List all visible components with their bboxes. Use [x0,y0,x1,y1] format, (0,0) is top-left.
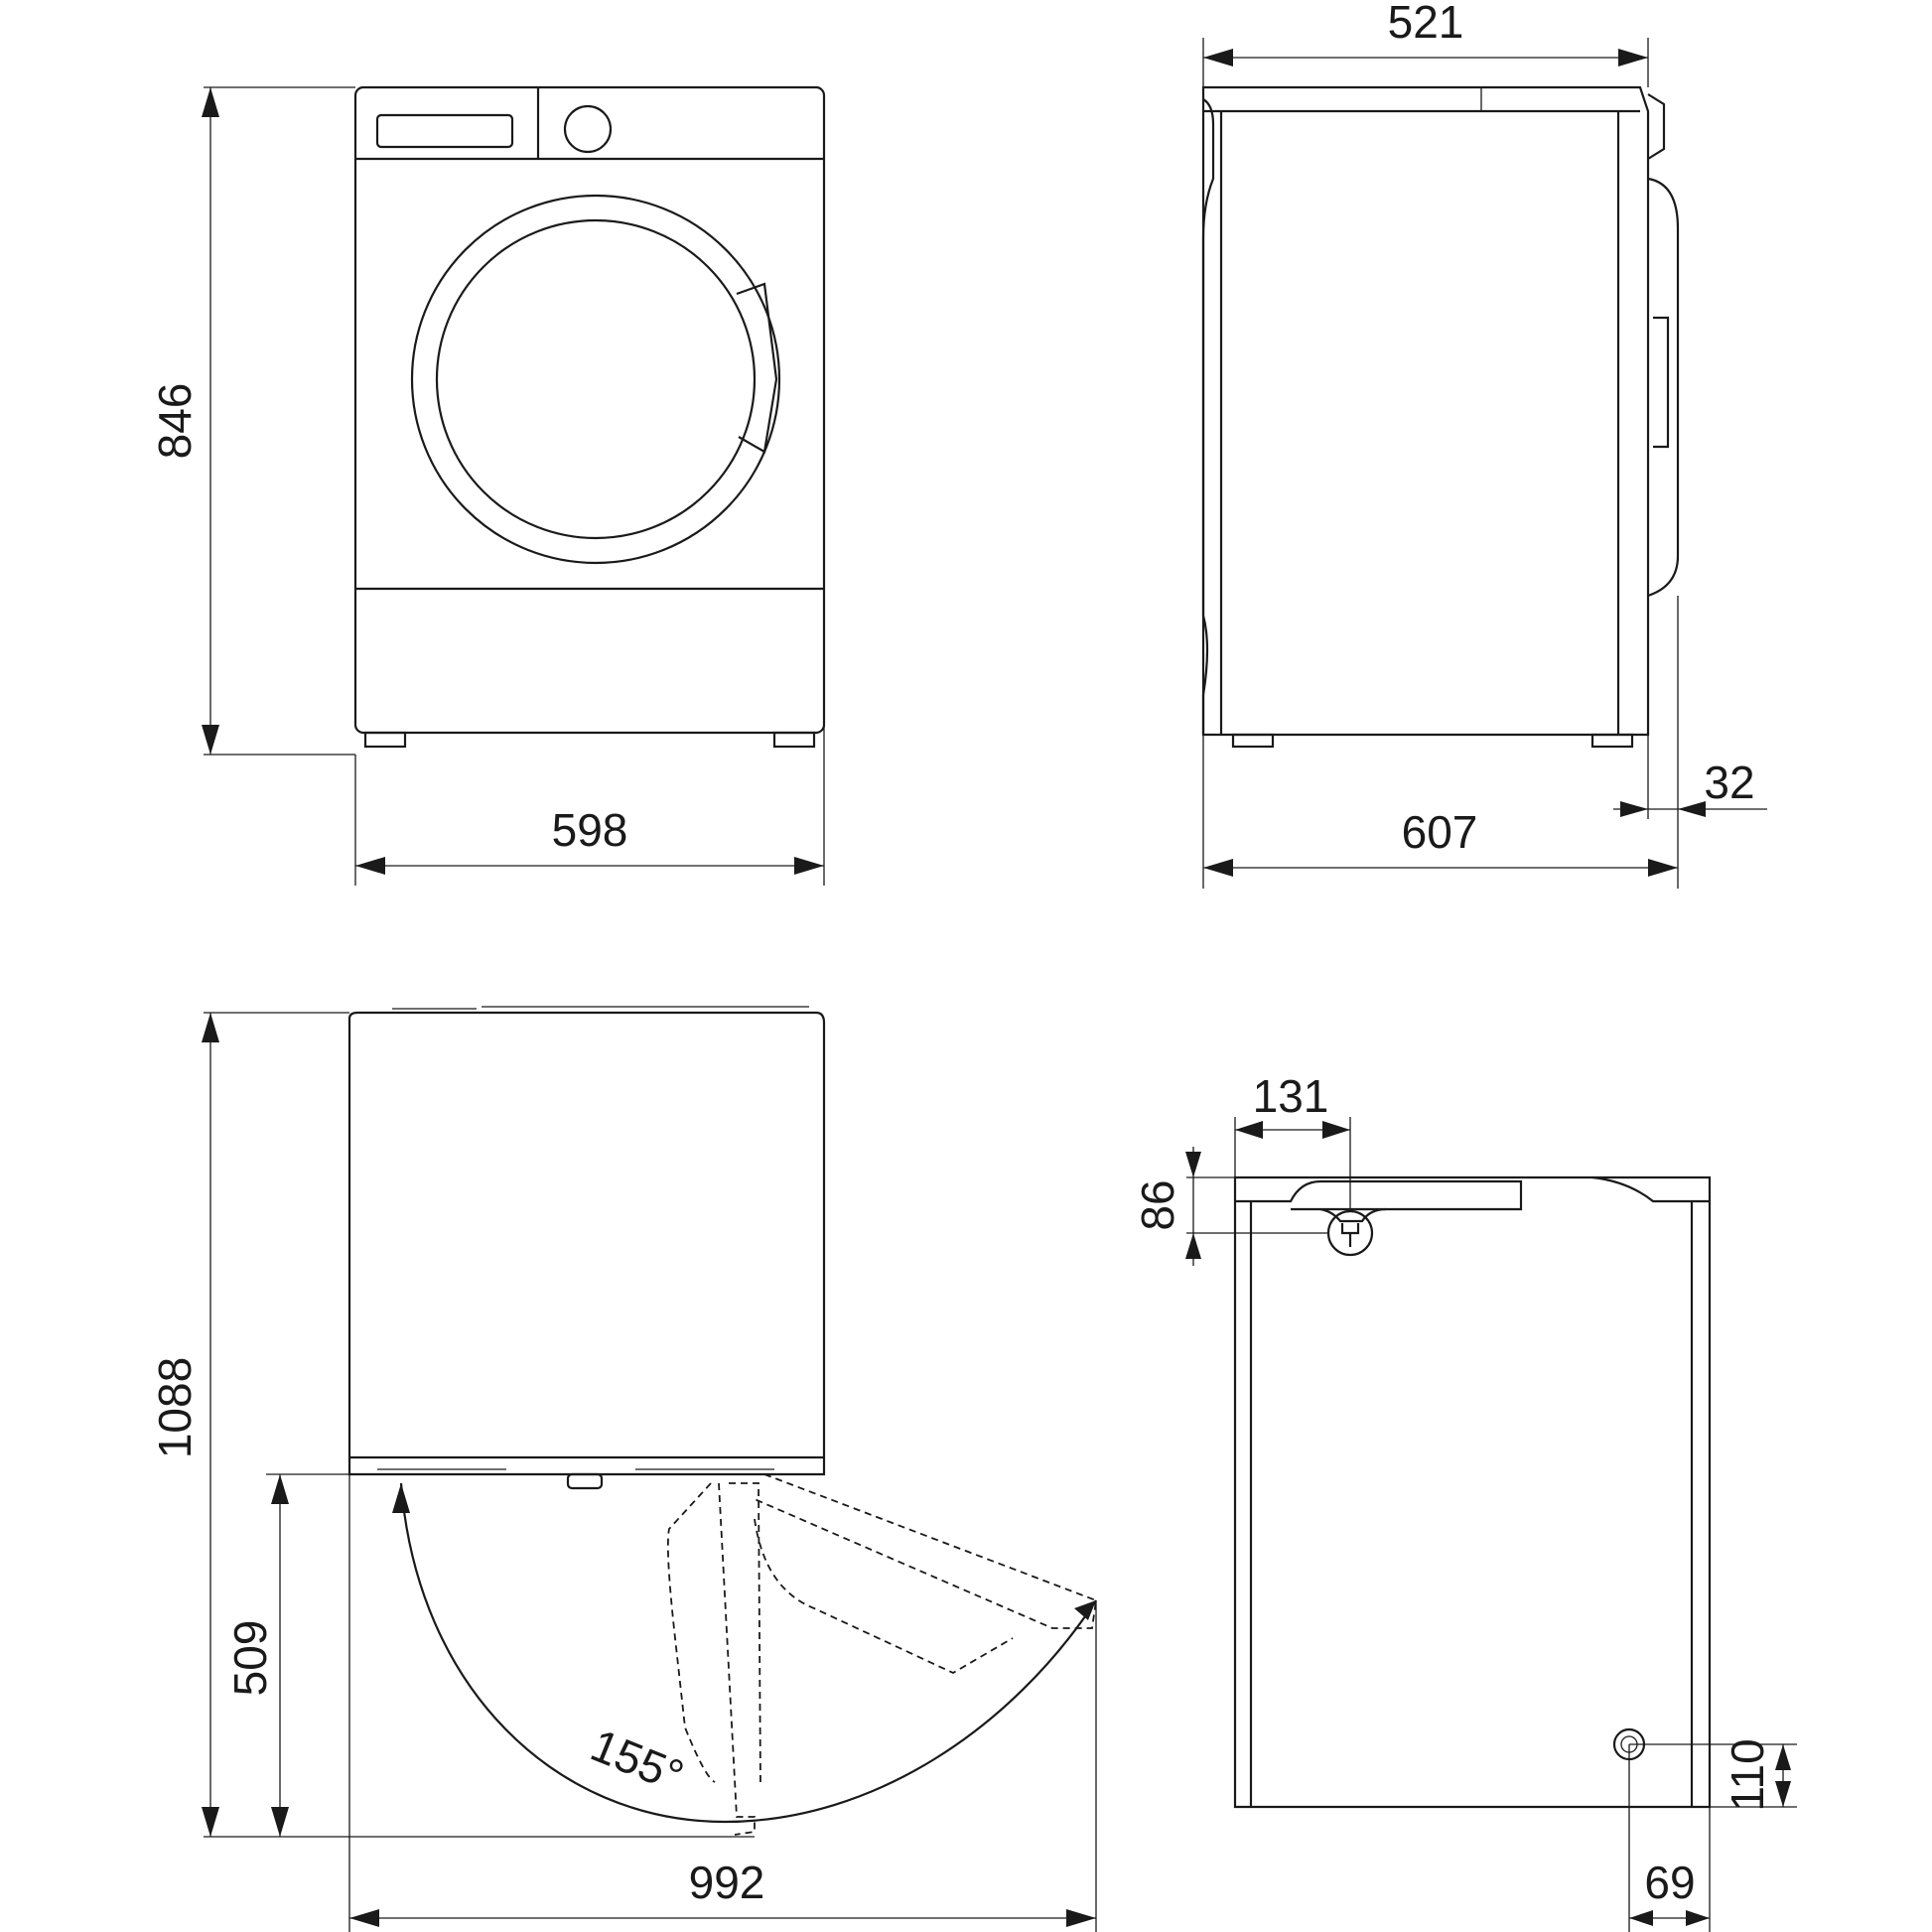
arrow-head [202,1013,219,1042]
arrow-head [1322,1121,1350,1139]
side-body-outline [1201,85,1650,737]
arrow-head [271,1807,289,1837]
arrow-head [1185,1233,1201,1259]
rear-top-inner [1235,1179,1523,1211]
door-glass [435,218,757,540]
arrow-head [392,1483,410,1513]
arrow-head [349,1909,379,1927]
arrow-head [1678,801,1706,817]
arrow-head [1648,859,1678,877]
door-radius-label: 509 [224,1620,276,1697]
arrow-head [202,1807,219,1837]
door-angle-label: 155° [584,1719,691,1802]
arrow-head [1066,1909,1096,1927]
arrow-head [1185,1152,1201,1177]
arrow-head [1775,1781,1791,1807]
depth-top-label: 521 [1388,0,1464,48]
top-view: 1088 509 992 155° [149,1006,1097,1932]
door-handle [736,282,778,454]
width-label: 598 [552,804,628,856]
side-knob [1647,93,1666,160]
rear-body-outline [1233,1175,1712,1809]
arrow-head [1203,859,1233,877]
front-body-outline [353,85,826,735]
program-knob-icon [563,104,613,154]
plug-offset-y-label: 86 [1132,1179,1183,1230]
arrow-head [271,1474,289,1504]
rear-top-right-inner [1591,1175,1710,1203]
depth-total-label: 607 [1402,806,1478,858]
knob-projection-label: 32 [1704,757,1754,808]
side-view: 521 607 32 [1201,0,1767,889]
door-swing-arc [399,1482,1097,1824]
front-view: 846 598 [149,85,826,886]
door-open-inner-dashed [754,1518,1014,1675]
arrow-head [1629,1910,1653,1926]
arrow-head [1618,49,1648,67]
front-foot-left [363,731,407,749]
cable-notch [1319,1207,1387,1223]
side-foot-rear [1231,733,1275,749]
plug-symbol [1340,1223,1360,1247]
door-ring-outer [410,194,781,565]
arrow-head [1620,801,1648,817]
arrow-head [355,857,385,875]
rear-view: 131 86 110 69 [1132,1070,1797,1932]
height-label: 846 [149,383,201,460]
arrow-head [1203,49,1233,67]
arrow-head [1074,1600,1096,1620]
side-back-profile [1201,98,1215,735]
door-edge-dashed [666,1482,716,1783]
arrow-head [794,857,824,875]
front-foot-right [772,731,816,749]
door-frame-dashed [729,1482,761,1788]
door-open-dashed [754,1473,1097,1629]
drain-height-label: 110 [1722,1738,1773,1811]
arrow-head [202,87,219,117]
knob-top [566,1472,604,1490]
arrow-head [202,725,219,755]
drain-offset-label: 69 [1644,1857,1695,1908]
total-width-label: 992 [689,1857,765,1908]
arrow-head [1775,1744,1791,1770]
side-foot-front [1590,733,1634,749]
arrow-head [1235,1121,1263,1139]
door-closed-dashed [718,1482,756,1836]
door-open-depth-label: 1088 [149,1357,201,1458]
arrow-head [1686,1910,1710,1926]
plug-offset-x-label: 131 [1253,1070,1329,1122]
top-body-outline [347,1011,826,1476]
detergent-drawer [375,113,514,149]
side-door-bulge [1647,177,1680,598]
side-handle [1653,316,1670,449]
